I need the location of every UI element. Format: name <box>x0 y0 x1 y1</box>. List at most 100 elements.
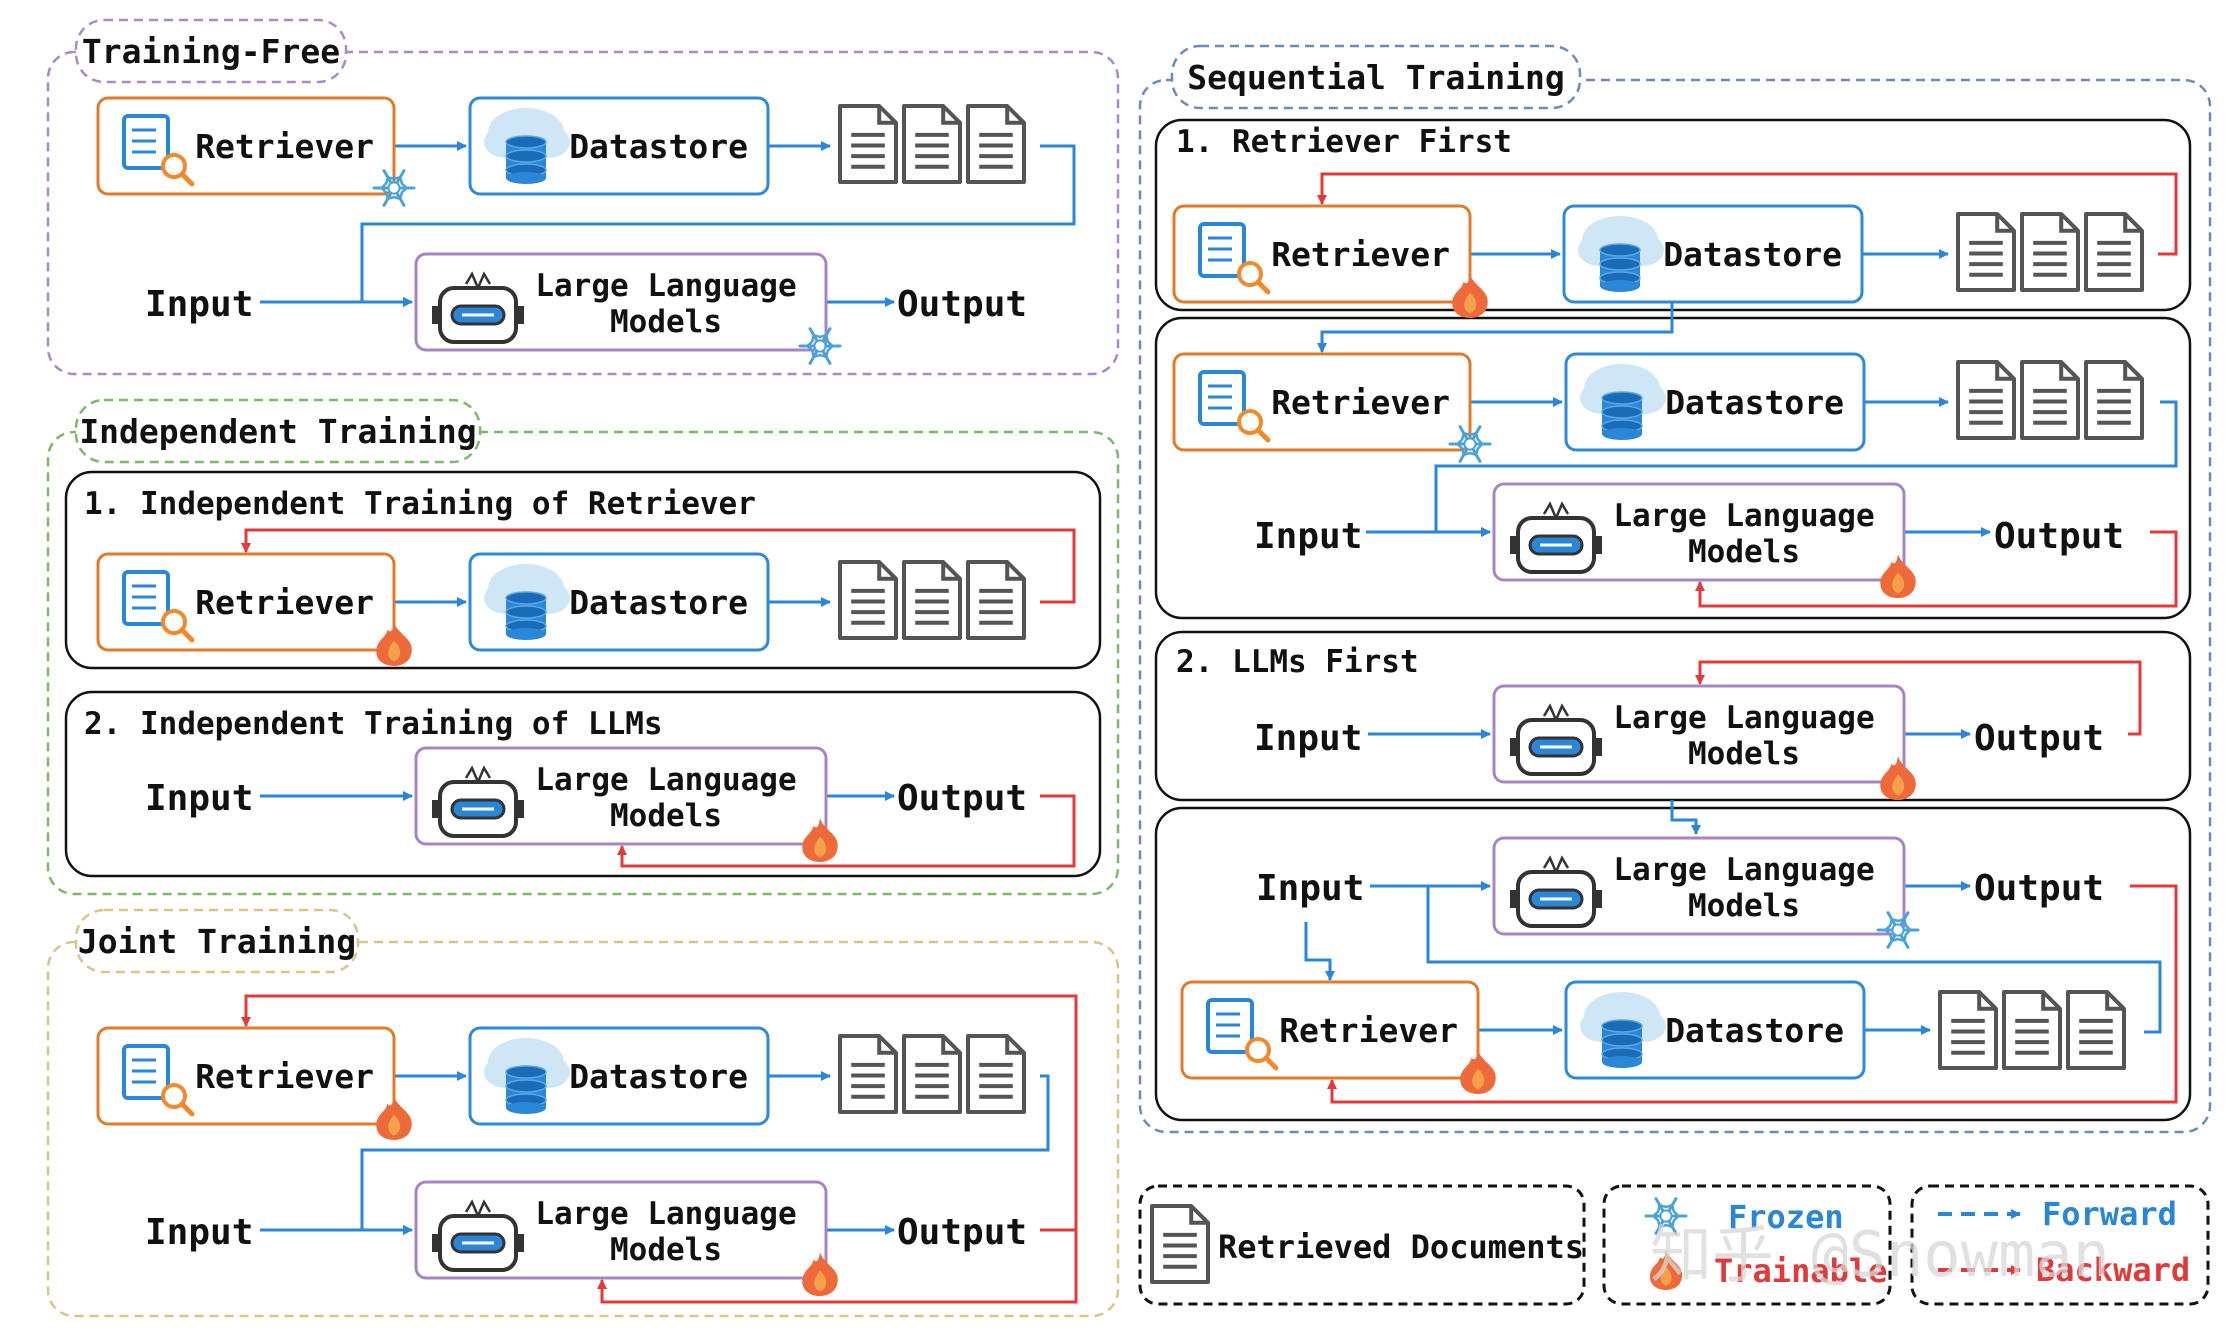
flame-icon <box>376 622 412 666</box>
robot-icon <box>432 271 524 344</box>
joint-training-frame <box>46 940 1120 1318</box>
subsection-title: 2. LLMs First <box>1176 644 1419 680</box>
document-icon <box>966 560 1026 640</box>
retriever-label: Retriever <box>195 583 374 622</box>
output-label: Output <box>1974 868 2104 909</box>
retriever-search-icon <box>1198 222 1271 295</box>
document-icon <box>838 560 898 640</box>
section-title-sequential: Sequential Training <box>1170 44 1582 110</box>
llm-label-line1: Large Language <box>1613 700 1874 736</box>
document-icon <box>838 1034 898 1114</box>
backward-arrow <box>597 1228 1078 1304</box>
retriever-label: Retriever <box>195 1057 374 1096</box>
datastore-node: Datastore <box>468 96 770 196</box>
llm-label-line2: Models <box>1688 534 1800 570</box>
input-label: Input <box>145 1212 253 1253</box>
database-cloud-icon <box>484 1038 570 1114</box>
document-icon <box>902 560 962 640</box>
robot-icon <box>1510 703 1602 776</box>
forward-arrow <box>1426 886 2162 1034</box>
flame-icon <box>1880 756 1916 800</box>
backward-arrow <box>1327 884 2178 1104</box>
llm-label-line1: Large Language <box>535 762 796 798</box>
document-icon <box>2020 360 2080 440</box>
output-label: Output <box>1974 718 2104 759</box>
database-cloud-icon <box>1578 216 1664 292</box>
datastore-node: Datastore <box>468 1026 770 1126</box>
datastore-node: Datastore <box>468 552 770 652</box>
document-icon <box>838 104 898 184</box>
llm-label-line2: Models <box>610 304 722 340</box>
database-cloud-icon <box>1580 364 1666 440</box>
snowflake-icon <box>372 169 416 207</box>
flame-icon <box>1649 1250 1683 1290</box>
datastore-label: Datastore <box>1665 1011 1844 1050</box>
output-label: Output <box>897 284 1027 325</box>
document-icon <box>2002 990 2062 1070</box>
datastore-node: Datastore <box>1562 204 1864 304</box>
database-cloud-icon <box>484 108 570 184</box>
svg-text:Training-Free: Training-Free <box>82 32 340 71</box>
database-cloud-icon <box>1580 992 1666 1068</box>
independent-training-frame <box>46 430 1120 896</box>
output-label: Output <box>897 1212 1027 1253</box>
datastore-label: Datastore <box>1663 235 1842 274</box>
panel-ind-llm <box>64 690 1102 878</box>
flame-icon <box>1460 1050 1496 1094</box>
document-icon <box>1150 1204 1210 1284</box>
input-label: Input <box>1254 516 1362 557</box>
svg-text:Trainable: Trainable <box>1714 1252 1887 1290</box>
document-icon <box>1938 990 1998 1070</box>
retriever-search-icon <box>1198 370 1271 443</box>
backward-arrow <box>241 528 1076 604</box>
retrieved-documents <box>1956 212 2144 292</box>
document-icon <box>2084 212 2144 292</box>
backward-arrow <box>1317 172 2178 256</box>
retriever-search-icon <box>122 114 195 187</box>
snowflake-icon <box>798 327 842 365</box>
forward-arrow <box>1304 922 1335 981</box>
retriever-label: Retriever <box>1271 235 1450 274</box>
document-icon <box>1150 1204 1210 1284</box>
document-icon <box>1956 360 2016 440</box>
svg-text:Frozen: Frozen <box>1728 1198 1844 1236</box>
input-label: Input <box>145 284 253 325</box>
retriever-node: Retriever <box>1172 204 1488 318</box>
training-free-frame <box>46 50 1120 376</box>
input-label: Input <box>1254 718 1362 759</box>
flame-icon <box>1452 274 1488 318</box>
retriever-label: Retriever <box>195 127 374 166</box>
robot-icon <box>432 765 524 838</box>
input-label: Input <box>145 778 253 819</box>
document-icon <box>2066 990 2126 1070</box>
retriever-search-icon <box>122 1044 195 1117</box>
retriever-search-icon <box>122 570 195 643</box>
forward-arrow <box>1317 302 1674 353</box>
retrieved-documents <box>1938 990 2126 1070</box>
snowflake-icon <box>1448 425 1492 463</box>
database-cloud-icon <box>484 564 570 640</box>
document-icon <box>2020 212 2080 292</box>
panel-ind-retriever <box>64 470 1102 670</box>
svg-text:Sequential Training: Sequential Training <box>1187 58 1565 97</box>
snowflake-icon <box>1876 911 1920 949</box>
svg-text:Retrieved Documents: Retrieved Documents <box>1218 1228 1584 1266</box>
arrow-layer <box>241 141 2178 1304</box>
llm-label-line2: Models <box>1688 888 1800 924</box>
backward-arrow <box>617 794 1076 868</box>
llm-label-line2: Models <box>610 1232 722 1268</box>
datastore-label: Datastore <box>569 1057 748 1096</box>
backward-arrow <box>1695 660 2142 736</box>
svg-text:Joint Training: Joint Training <box>78 922 356 961</box>
forward-arrow <box>1670 800 1701 835</box>
backward-arrow <box>1695 530 2178 608</box>
retriever-node: Retriever <box>96 552 412 666</box>
document-icon <box>966 104 1026 184</box>
